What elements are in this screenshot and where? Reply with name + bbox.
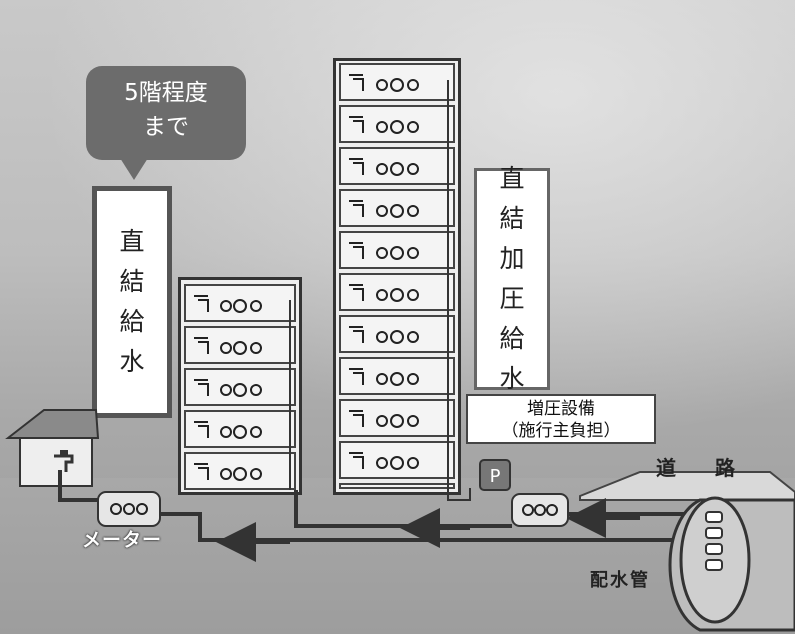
meter-icon <box>511 493 569 527</box>
water-main-label: 配水管 <box>590 570 650 591</box>
floor-limit-bubble: 5階程度 まで <box>86 66 246 160</box>
booster-equipment-label: 増圧設備 （施行主負担） <box>466 394 656 444</box>
direct-supply-char: 給 <box>119 307 145 336</box>
pump-icon: P <box>479 459 511 491</box>
bubble-line2: まで <box>143 114 189 140</box>
meter-label: メーター <box>82 529 163 551</box>
direct-supply-char: 直 <box>119 227 145 256</box>
high-rise-floors <box>339 63 455 489</box>
bubble-line1: 5階程度 <box>124 80 208 106</box>
pump-symbol: P <box>490 466 501 487</box>
boosted-supply-label: 直 結 加 圧 給 水 <box>474 164 550 393</box>
direct-supply-char: 結 <box>119 267 145 296</box>
water-main-pipe <box>668 496 795 632</box>
direct-supply-label: 直 結 給 水 <box>92 186 172 418</box>
booster-line1: 増圧設備 <box>527 399 595 419</box>
boosted-supply-char: 結 <box>499 204 525 233</box>
boosted-supply-char: 圧 <box>499 284 525 313</box>
flow-arrows <box>216 498 640 562</box>
boosted-supply-char: 直 <box>499 164 525 193</box>
boosted-supply-char: 水 <box>499 364 525 393</box>
direct-supply-char: 水 <box>119 347 145 376</box>
bubble-tail <box>120 158 148 180</box>
mid-rise-floors <box>184 284 296 490</box>
boosted-supply-char: 給 <box>499 324 525 353</box>
booster-line2: （施行主負担） <box>501 421 621 441</box>
road-label: 道 路 <box>656 456 751 480</box>
meter-icon <box>97 491 161 527</box>
house-icon <box>5 409 100 487</box>
fixture-icons <box>194 74 419 481</box>
riser-pipes <box>289 80 471 501</box>
boosted-supply-char: 加 <box>499 244 525 273</box>
